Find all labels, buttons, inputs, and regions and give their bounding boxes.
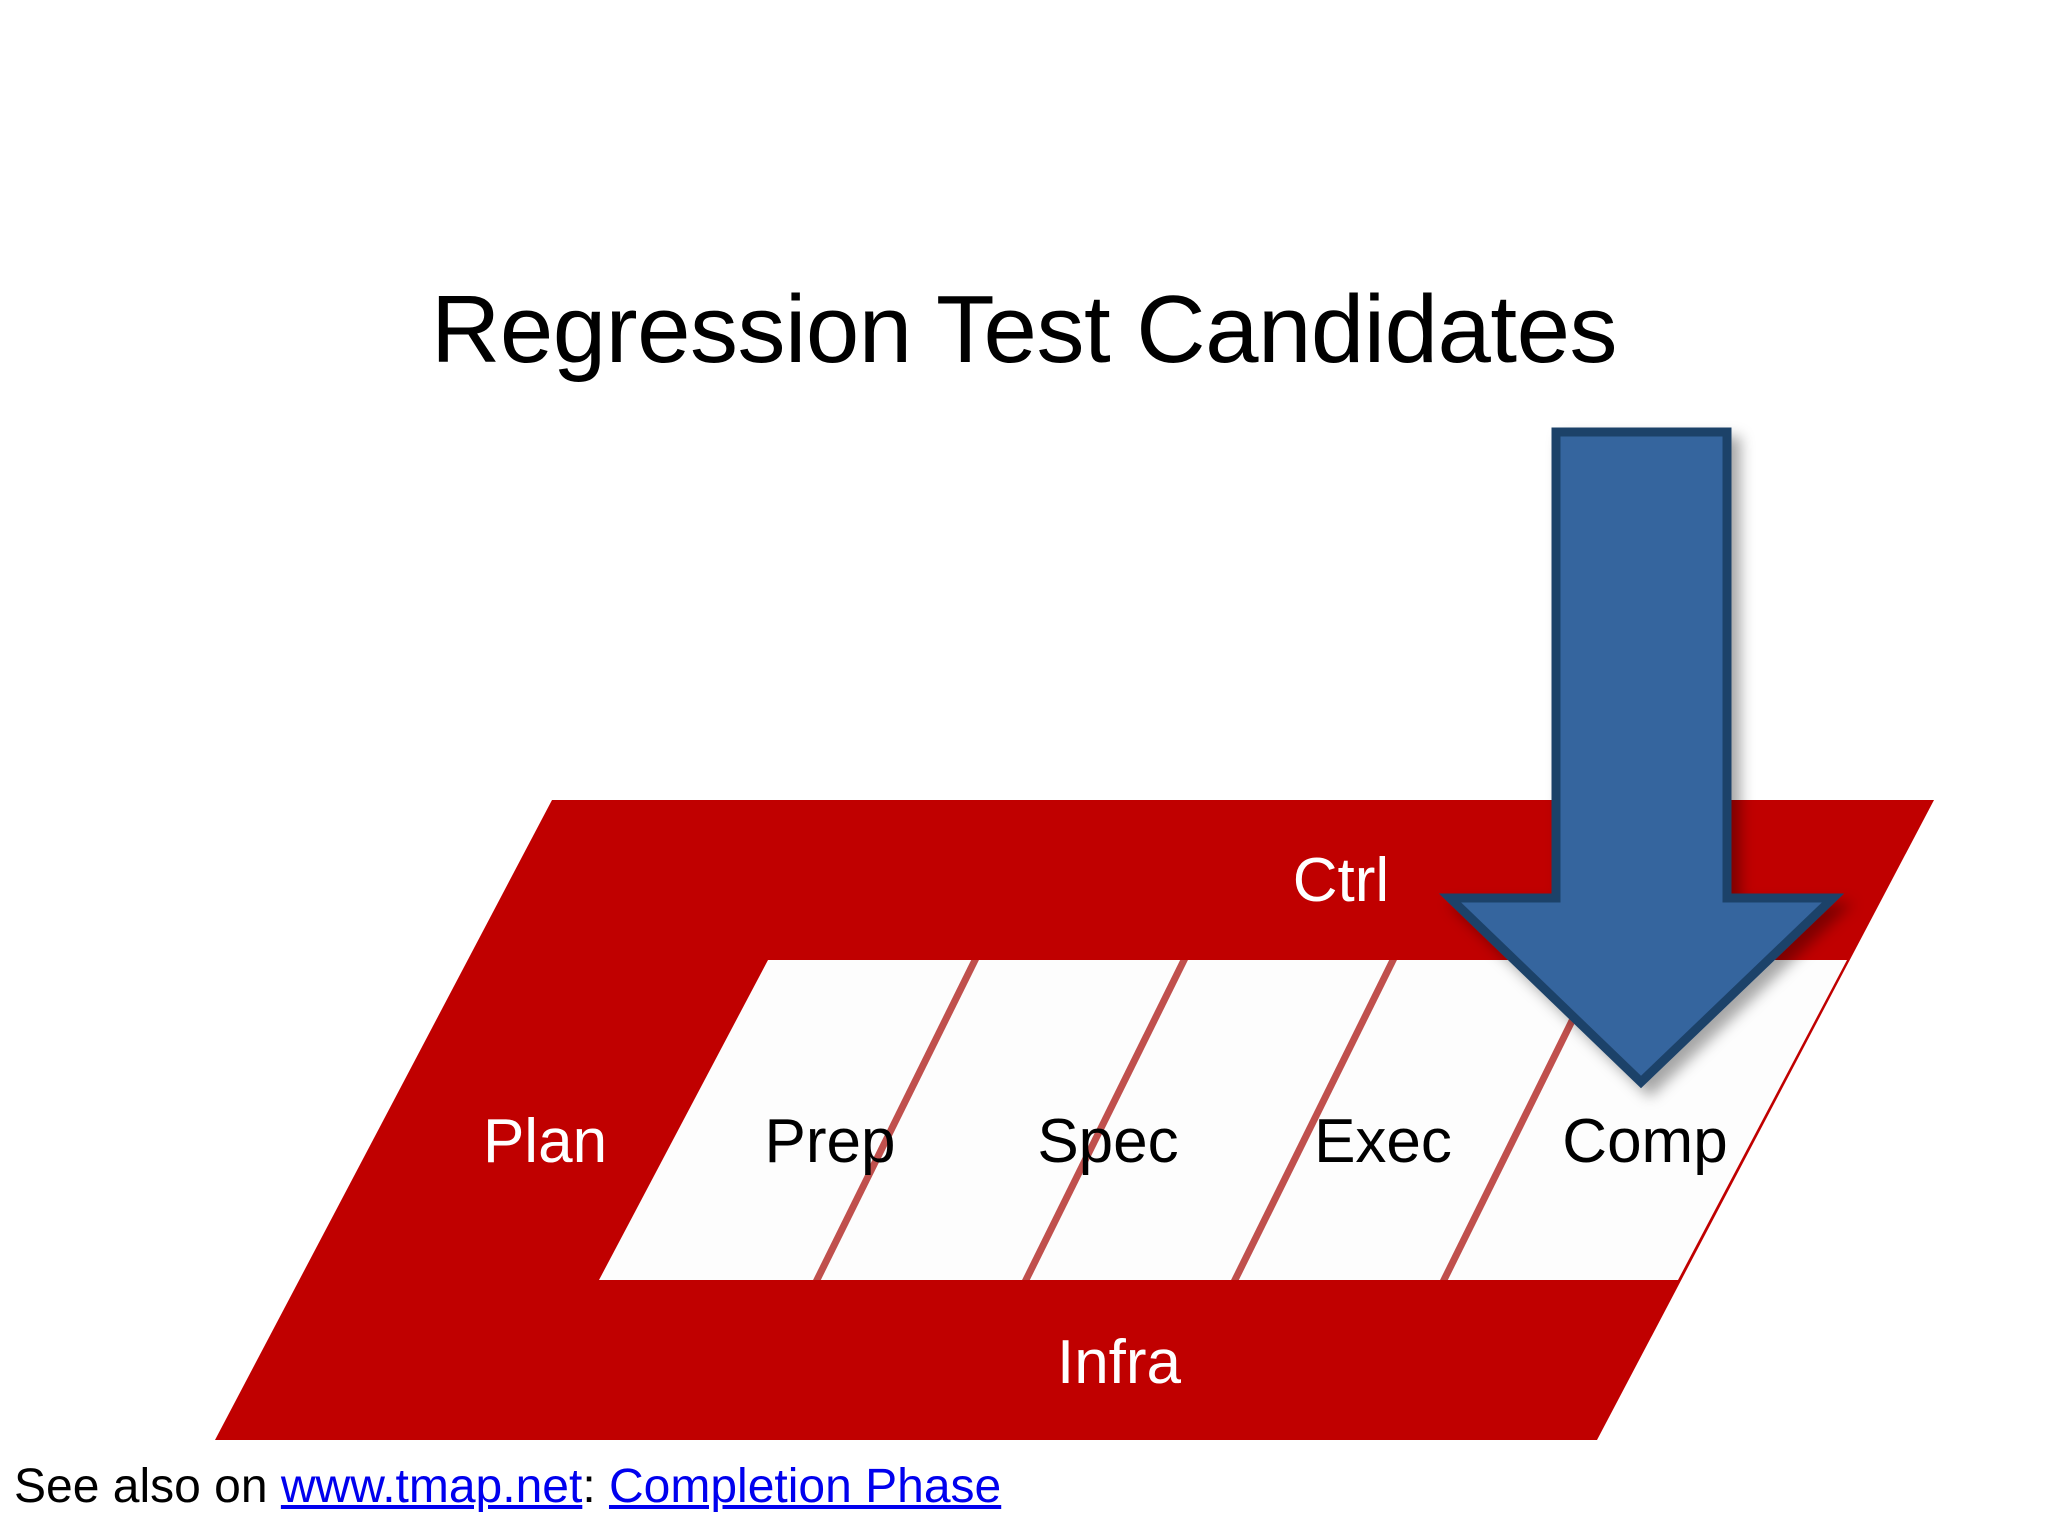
footer-separator: :	[582, 1460, 609, 1513]
phase-label-comp: Comp	[1562, 1107, 1727, 1176]
footer-note: See also on www.tmap.net: Completion Pha…	[14, 1460, 1002, 1513]
phase-label-prep: Prep	[765, 1107, 896, 1176]
band-label-ctrl: Ctrl	[1293, 846, 1389, 915]
footer-prefix: See also on	[14, 1460, 281, 1513]
phase-label-spec: Spec	[1037, 1107, 1178, 1176]
block-label-plan: Plan	[483, 1107, 607, 1176]
divider-prep-spec	[808, 960, 984, 1280]
link-completion-phase[interactable]: Completion Phase	[608, 1460, 1002, 1513]
down-arrow-shape[interactable]	[1438, 427, 1845, 1089]
page-title: Regression Test Candidates	[431, 276, 1617, 383]
phase-label-exec: Exec	[1314, 1107, 1452, 1176]
divider-spec-exec	[1017, 960, 1193, 1280]
down-arrow-comp[interactable]	[1438, 427, 1845, 1089]
divider-exec-comp	[1226, 960, 1402, 1280]
inner-phase-strip	[599, 960, 1847, 1280]
band-label-infra: Infra	[1057, 1328, 1182, 1397]
link-tmap-site[interactable]: www.tmap.net	[280, 1460, 583, 1513]
